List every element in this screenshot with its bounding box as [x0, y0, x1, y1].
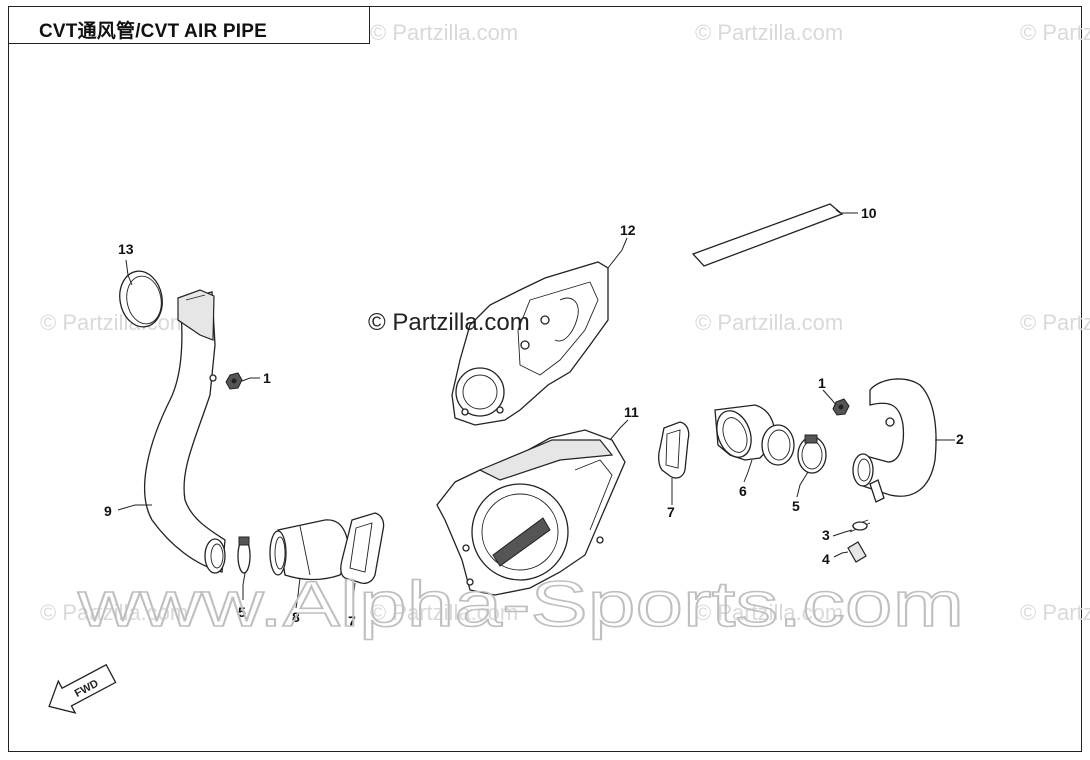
- page-title: CVT通风管/CVT AIR PIPE: [39, 21, 267, 42]
- part-3-small-clamp: [849, 519, 871, 533]
- watermark-center: © Partzilla.com: [368, 309, 530, 336]
- watermark-tile: © Partzilla.com: [695, 310, 843, 335]
- part-10-label: [691, 203, 844, 267]
- callout-4: 4: [822, 551, 830, 567]
- part-13-cap: [119, 270, 163, 328]
- watermark-tile: © Partzilla.com: [370, 600, 518, 625]
- watermark-tile: © Partzilla.com: [1020, 310, 1090, 335]
- watermark-large: www.Alpha-Sports.com: [77, 568, 964, 640]
- fwd-arrow-icon: FWD: [48, 663, 117, 714]
- callout-7: 7: [348, 613, 356, 629]
- callout-5: 5: [792, 498, 800, 514]
- part-12-inner-cover: [451, 261, 609, 426]
- part-1-nut-left: [225, 372, 243, 390]
- callout-9: 9: [104, 503, 112, 519]
- part-8-elbow: [269, 519, 350, 581]
- part-4-drain-plug: [847, 541, 867, 563]
- watermark-tile: © Partzilla.com: [370, 20, 518, 45]
- callout-3: 3: [822, 527, 830, 543]
- watermark-tile: © Partzilla.com: [40, 600, 188, 625]
- callout-1: 1: [818, 375, 826, 391]
- callout-1: 1: [263, 370, 271, 386]
- part-5-clamp-right: [797, 434, 827, 474]
- part-11-cvt-cover: CFMOTO: [436, 429, 626, 596]
- part-5-clamp-left: [237, 536, 251, 574]
- callout-12: 12: [620, 222, 636, 238]
- watermark-tile: © Partzilla.com: [1020, 20, 1090, 45]
- callout-13: 13: [118, 241, 134, 257]
- callout-10: 10: [861, 205, 877, 221]
- drawing-frame: [8, 6, 1082, 752]
- callout-11: 11: [624, 404, 639, 420]
- part-7-gasket-right: [658, 421, 690, 479]
- part-9-long-pipe: [144, 289, 226, 574]
- part-7-gasket-left: [340, 512, 385, 584]
- callout-labels: 13 1 9 5 8 7 12 11 10 1 2 7 6 5 3 4: [104, 205, 964, 629]
- watermark-tile: © Partzilla.com: [40, 310, 188, 335]
- callout-7: 7: [667, 504, 675, 520]
- callout-6: 6: [739, 483, 747, 499]
- leader-lines: [117, 209, 955, 612]
- watermark-tiles: © Partzilla.com © Partzilla.com © Partzi…: [40, 20, 1090, 625]
- title-box: CVT通风管/CVT AIR PIPE: [8, 6, 370, 44]
- callout-8: 8: [292, 609, 300, 625]
- watermark-tile: © Partzilla.com: [695, 600, 843, 625]
- callout-2: 2: [956, 431, 964, 447]
- watermark-tile: © Partzilla.com: [695, 20, 843, 45]
- callout-5: 5: [238, 604, 246, 620]
- watermark-tile: © Partzilla.com: [1020, 600, 1090, 625]
- part-2-bent-pipe: [852, 378, 937, 503]
- part-6-y-elbow: [714, 404, 795, 466]
- part-1-nut-right: [832, 398, 850, 416]
